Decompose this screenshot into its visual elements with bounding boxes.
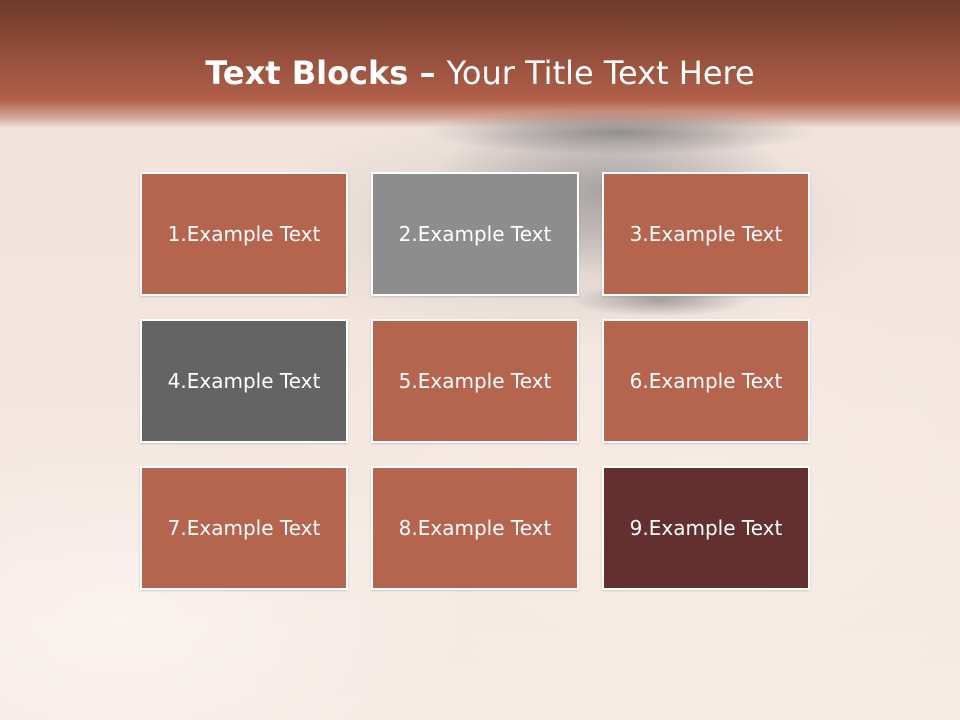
- text-block-9[interactable]: 9.Example Text: [602, 466, 810, 590]
- background-eyelash-image: [380, 112, 900, 182]
- title-bold-part: Text Blocks: [205, 54, 409, 92]
- text-block-3[interactable]: 3.Example Text: [602, 172, 810, 296]
- text-block-5[interactable]: 5.Example Text: [371, 319, 579, 443]
- text-block-label: 8.Example Text: [398, 516, 552, 540]
- title-separator: –: [408, 54, 447, 92]
- text-block-label: 2.Example Text: [398, 222, 552, 246]
- text-block-2[interactable]: 2.Example Text: [371, 172, 579, 296]
- text-block-8[interactable]: 8.Example Text: [371, 466, 579, 590]
- text-block-label: 3.Example Text: [629, 222, 783, 246]
- text-block-label: 5.Example Text: [398, 369, 552, 393]
- header-band: [0, 0, 960, 128]
- text-block-7[interactable]: 7.Example Text: [140, 466, 348, 590]
- text-block-label: 1.Example Text: [167, 222, 321, 246]
- text-block-label: 7.Example Text: [167, 516, 321, 540]
- text-block-label: 4.Example Text: [167, 369, 321, 393]
- text-block-1[interactable]: 1.Example Text: [140, 172, 348, 296]
- text-block-label: 6.Example Text: [629, 369, 783, 393]
- text-block-6[interactable]: 6.Example Text: [602, 319, 810, 443]
- title-regular-part: Your Title Text Here: [446, 54, 755, 92]
- slide-title: Text Blocks – Your Title Text Here: [0, 54, 960, 92]
- text-block-label: 9.Example Text: [629, 516, 783, 540]
- text-block-4[interactable]: 4.Example Text: [140, 319, 348, 443]
